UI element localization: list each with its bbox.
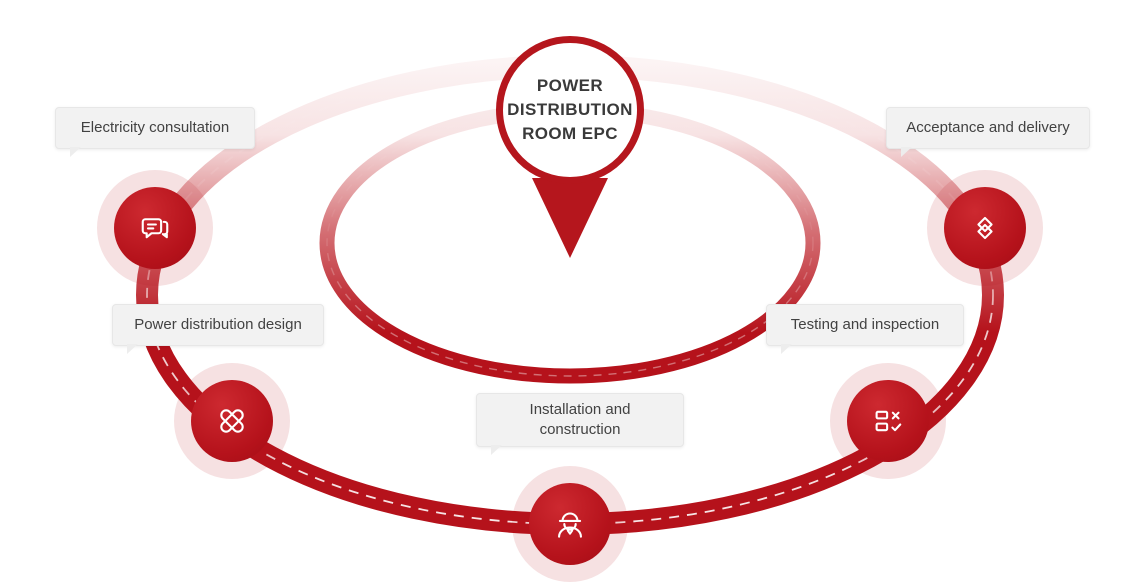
checklist-icon: [875, 410, 902, 432]
node-circle: [944, 187, 1026, 269]
center-pin: POWER DISTRIBUTION ROOM EPC: [496, 36, 644, 184]
node-circle: [847, 380, 929, 462]
label-power-distribution-design: Power distribution design: [112, 304, 324, 354]
center-title-line: ROOM EPC: [522, 124, 618, 143]
center-title-line: DISTRIBUTION: [507, 100, 633, 119]
node-acceptance-delivery: [927, 170, 1043, 286]
node-electricity-consultation: [97, 170, 213, 286]
handshake-icon: [977, 216, 993, 240]
crossed-bandage-icon: [220, 409, 244, 433]
node-circle: [114, 187, 196, 269]
label-installation-construction: Installation and construction: [476, 393, 684, 455]
label-electricity-consultation: Electricity consultation: [55, 107, 255, 157]
label-acceptance-delivery: Acceptance and delivery: [886, 107, 1090, 157]
construction-worker-icon: [558, 512, 582, 538]
label-testing-inspection: Testing and inspection: [766, 304, 964, 354]
center-pin-pointer: [532, 178, 608, 258]
node-installation-construction: [512, 466, 628, 582]
node-circle: [191, 380, 273, 462]
node-testing-inspection: [830, 363, 946, 479]
chat-bubbles-icon: [141, 218, 169, 239]
node-circle: [529, 483, 611, 565]
center-title-line: POWER: [536, 76, 604, 95]
node-power-distribution-design: [174, 363, 290, 479]
